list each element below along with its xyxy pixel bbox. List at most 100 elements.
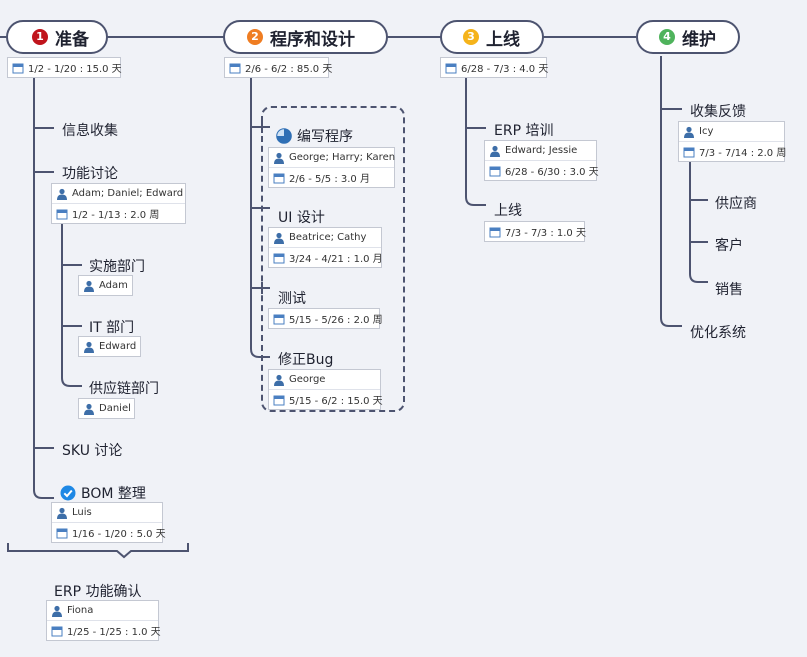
p1-func-date: 1/2 - 1/13 : 2.0 周 [72,210,160,221]
p1-supply-person: Daniel [99,403,131,414]
p1-sub-trunk [61,205,82,387]
phase-1-date: 1/2 - 1/20 : 15.0 天 [28,64,122,75]
p3-training[interactable]: ERP 培训 [494,123,554,139]
p4-optimize[interactable]: 优化系统 [690,325,746,341]
p2-test[interactable]: 测试 [278,291,306,307]
phase-4-number: 4 [659,29,675,45]
p2-coding-label: 编写程序 [297,129,353,145]
p2-boundary-box [261,106,405,412]
p3-golive-info: 7/3 - 7/3 : 1.0 天 [484,221,586,242]
p1-func-discuss[interactable]: 功能讨论 [62,166,118,182]
person-icon [684,126,694,138]
p2-coding-info: George; Harry; Karen 2/6 - 5/5 : 3.0 月 [268,147,395,188]
phase-1-title: 准备 [55,29,89,50]
person-icon [84,341,94,353]
p1-bom[interactable]: BOM 整理 [60,483,146,503]
p1-sku[interactable]: SKU 讨论 [62,443,123,459]
phase-3-date-box: 6/28 - 7/3 : 4.0 天 [440,57,549,78]
summary-bracket [7,543,189,559]
p3-golive[interactable]: 上线 [494,203,522,219]
phase-3-number: 3 [463,29,479,45]
p4-customer[interactable]: 客户 [715,238,743,254]
p1-impl-person: Adam [99,280,128,291]
p2-coding-people: George; Harry; Karen [289,152,396,163]
p1-it-person: Edward [99,341,137,352]
person-icon [57,507,67,519]
phase-3-topic[interactable]: 3 上线 [440,20,544,54]
calendar-icon [489,166,501,176]
p2-coding-date: 2/6 - 5/5 : 3.0 月 [289,174,370,185]
p4-sales[interactable]: 销售 [715,282,743,298]
p2-bugfix-person: George [289,374,326,385]
p3-golive-date: 7/3 - 7/3 : 1.0 天 [505,228,586,239]
calendar-icon [12,63,24,73]
calendar-icon [489,227,501,237]
phase-2-topic[interactable]: 2 程序和设计 [223,20,388,54]
calendar-icon [273,253,285,263]
p1-func-people: Adam; Daniel; Edward [72,188,184,199]
phase-1-topic[interactable]: 1 准备 [6,20,108,54]
p4-trunk [660,56,682,327]
calendar-icon [273,314,285,324]
calendar-icon [445,63,457,73]
p1-impl-dept[interactable]: 实施部门 [89,259,145,275]
p1-bom-person: Luis [72,507,92,518]
calendar-icon [56,209,68,219]
checkmark-icon [60,485,76,501]
phase-1-date-box: 1/2 - 1/20 : 15.0 天 [7,57,122,78]
p1-it-dept[interactable]: IT 部门 [89,320,135,336]
p1-bom-date: 1/16 - 1/20 : 5.0 天 [72,529,166,540]
p1-erp-info: Fiona 1/25 - 1/25 : 1.0 天 [46,600,161,641]
phase-2-title: 程序和设计 [270,29,355,50]
p1-info-collect[interactable]: 信息收集 [62,123,118,139]
phase-2-date: 2/6 - 6/2 : 85.0 天 [245,64,333,75]
p3-training-date: 6/28 - 6/30 : 3.0 天 [505,167,599,178]
phase-4-topic[interactable]: 4 维护 [636,20,740,54]
phase-2-date-box: 2/6 - 6/2 : 85.0 天 [224,57,333,78]
phase-4-title: 维护 [682,29,716,50]
person-icon [274,374,284,386]
p1-supply-dept[interactable]: 供应链部门 [89,381,159,397]
p2-ui-design[interactable]: UI 设计 [278,210,325,226]
p2-ui-people: Beatrice; Cathy [289,232,367,243]
p1-it-info: Edward [78,336,141,357]
calendar-icon [273,395,285,405]
p4-supplier[interactable]: 供应商 [715,196,757,212]
p1-impl-info: Adam [78,275,133,296]
p1-func-info: Adam; Daniel; Edward 1/2 - 1/13 : 2.0 周 [51,183,186,224]
p2-bugfix-info: George 5/15 - 6/2 : 15.0 天 [268,369,383,410]
p1-supply-info: Daniel [78,398,135,419]
p1-bom-label: BOM 整理 [81,486,146,502]
phase-2-number: 2 [247,29,263,45]
phase-3-date: 6/28 - 7/3 : 4.0 天 [461,64,549,75]
calendar-icon [56,528,68,538]
p1-erp-confirm[interactable]: ERP 功能确认 [54,584,142,600]
p4-feedback-person: Icy [699,126,714,137]
p2-bugfix-date: 5/15 - 6/2 : 15.0 天 [289,396,383,407]
p3-trunk [465,75,486,206]
person-icon [84,403,94,415]
person-icon [52,605,62,617]
calendar-icon [683,147,695,157]
p1-trunk [33,75,54,499]
p4-feedback-info: Icy 7/3 - 7/14 : 2.0 周 [678,121,787,162]
p4-feedback-date: 7/3 - 7/14 : 2.0 周 [699,148,787,159]
p4-feedback[interactable]: 收集反馈 [690,104,746,120]
person-icon [274,152,284,164]
phase-3-title: 上线 [486,29,520,50]
p2-trunk [250,75,270,358]
p2-bugfix[interactable]: 修正Bug [278,352,334,368]
p4-sub-trunk [689,160,708,283]
p2-coding[interactable]: 编写程序 [276,126,353,146]
calendar-icon [229,63,241,73]
phase-1-number: 1 [32,29,48,45]
person-icon [274,232,284,244]
p1-erp-date: 1/25 - 1/25 : 1.0 天 [67,627,161,638]
p2-ui-date: 3/24 - 4/21 : 1.0 月 [289,254,383,265]
p3-training-info: Edward; Jessie 6/28 - 6/30 : 3.0 天 [484,140,599,181]
person-icon [84,280,94,292]
p1-erp-person: Fiona [67,605,94,616]
p2-ui-info: Beatrice; Cathy 3/24 - 4/21 : 1.0 月 [268,227,383,268]
calendar-icon [51,626,63,636]
p2-test-info: 5/15 - 5/26 : 2.0 周 [268,308,383,329]
